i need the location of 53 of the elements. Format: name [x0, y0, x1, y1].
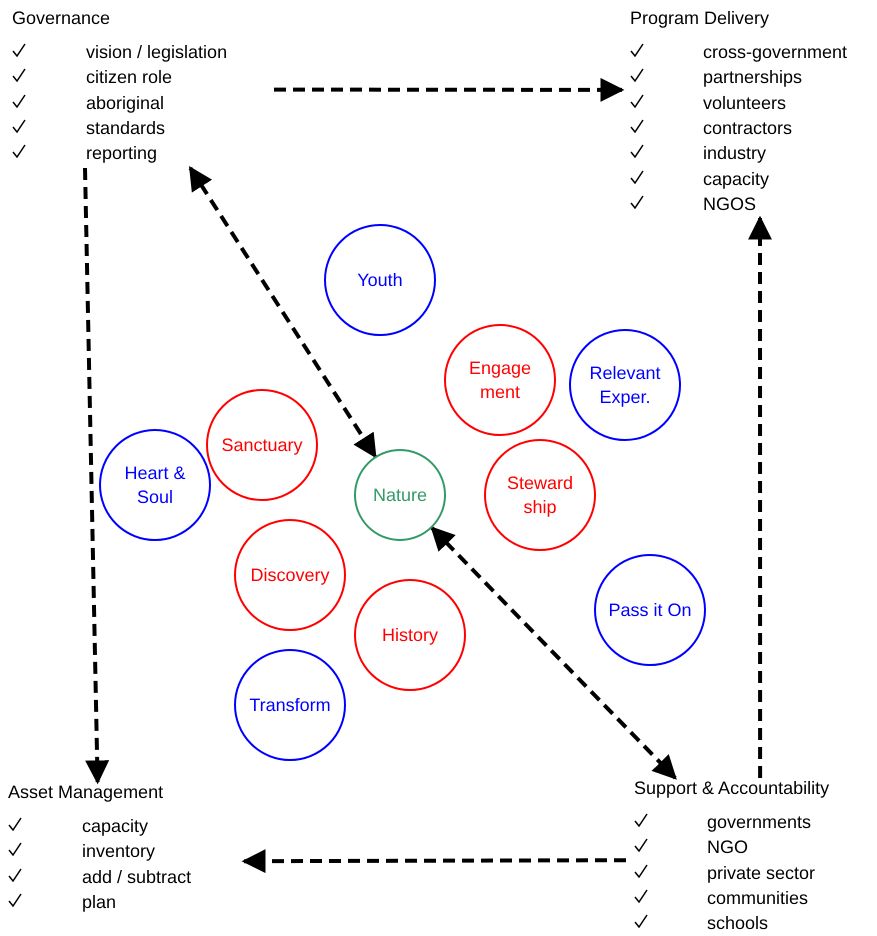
list-item: inventory	[82, 840, 156, 862]
circle	[354, 449, 446, 541]
list-item: cross-government	[703, 41, 848, 63]
arrow	[274, 78, 624, 102]
circle-label: Heart & Soul	[123, 462, 187, 509]
list-item: NGOS	[703, 192, 756, 215]
list-item: NGO	[707, 836, 748, 858]
list-item: schools	[707, 912, 768, 934]
circle-label: Engage ment	[468, 357, 532, 404]
arrow	[242, 849, 626, 874]
list-item: industry	[703, 142, 766, 164]
circle	[484, 439, 596, 551]
list-item: capacity	[703, 168, 770, 190]
list-item: capacity	[82, 815, 148, 837]
list-item: add / subtract	[82, 866, 192, 888]
arrow	[83, 168, 110, 784]
circle	[444, 324, 556, 436]
circle-label: Discovery	[250, 564, 330, 587]
list-item: aboriginal	[86, 92, 164, 114]
circle-label: Transform	[249, 694, 331, 717]
circle	[99, 429, 211, 541]
heading: Support & Accountability	[634, 778, 830, 799]
circle-label: Pass it On	[608, 599, 692, 622]
arrow	[188, 166, 377, 458]
circle-label: Sanctuary	[221, 434, 303, 457]
circle-label: Nature	[372, 484, 428, 507]
list-item: contractors	[703, 116, 792, 139]
circle	[234, 519, 346, 631]
list-item: private sector	[707, 862, 816, 884]
circle	[569, 329, 681, 441]
circle	[594, 554, 706, 666]
list-item: reporting	[86, 142, 158, 164]
circle-label: Steward ship	[506, 472, 574, 519]
circle	[354, 579, 466, 691]
list-item: citizen role	[86, 66, 172, 88]
heading: Governance	[12, 8, 110, 29]
circle-label: History	[382, 624, 438, 647]
circle	[234, 649, 346, 761]
circle-label: Relevant Exper.	[588, 362, 662, 409]
circle	[206, 389, 318, 501]
circle	[324, 224, 436, 336]
list-item: volunteers	[703, 92, 786, 114]
list-item: governments	[707, 811, 812, 833]
list-item: vision / legislation	[86, 41, 228, 63]
list-item: communities	[707, 886, 808, 909]
arrow	[430, 526, 677, 780]
heading: Asset Management	[8, 782, 164, 803]
list-item: standards	[86, 116, 166, 139]
list-item: partnerships	[703, 66, 802, 88]
heading: Program Delivery	[630, 8, 770, 29]
list-item: plan	[82, 890, 116, 913]
arrow	[748, 216, 772, 778]
circle-label: Youth	[357, 269, 403, 292]
